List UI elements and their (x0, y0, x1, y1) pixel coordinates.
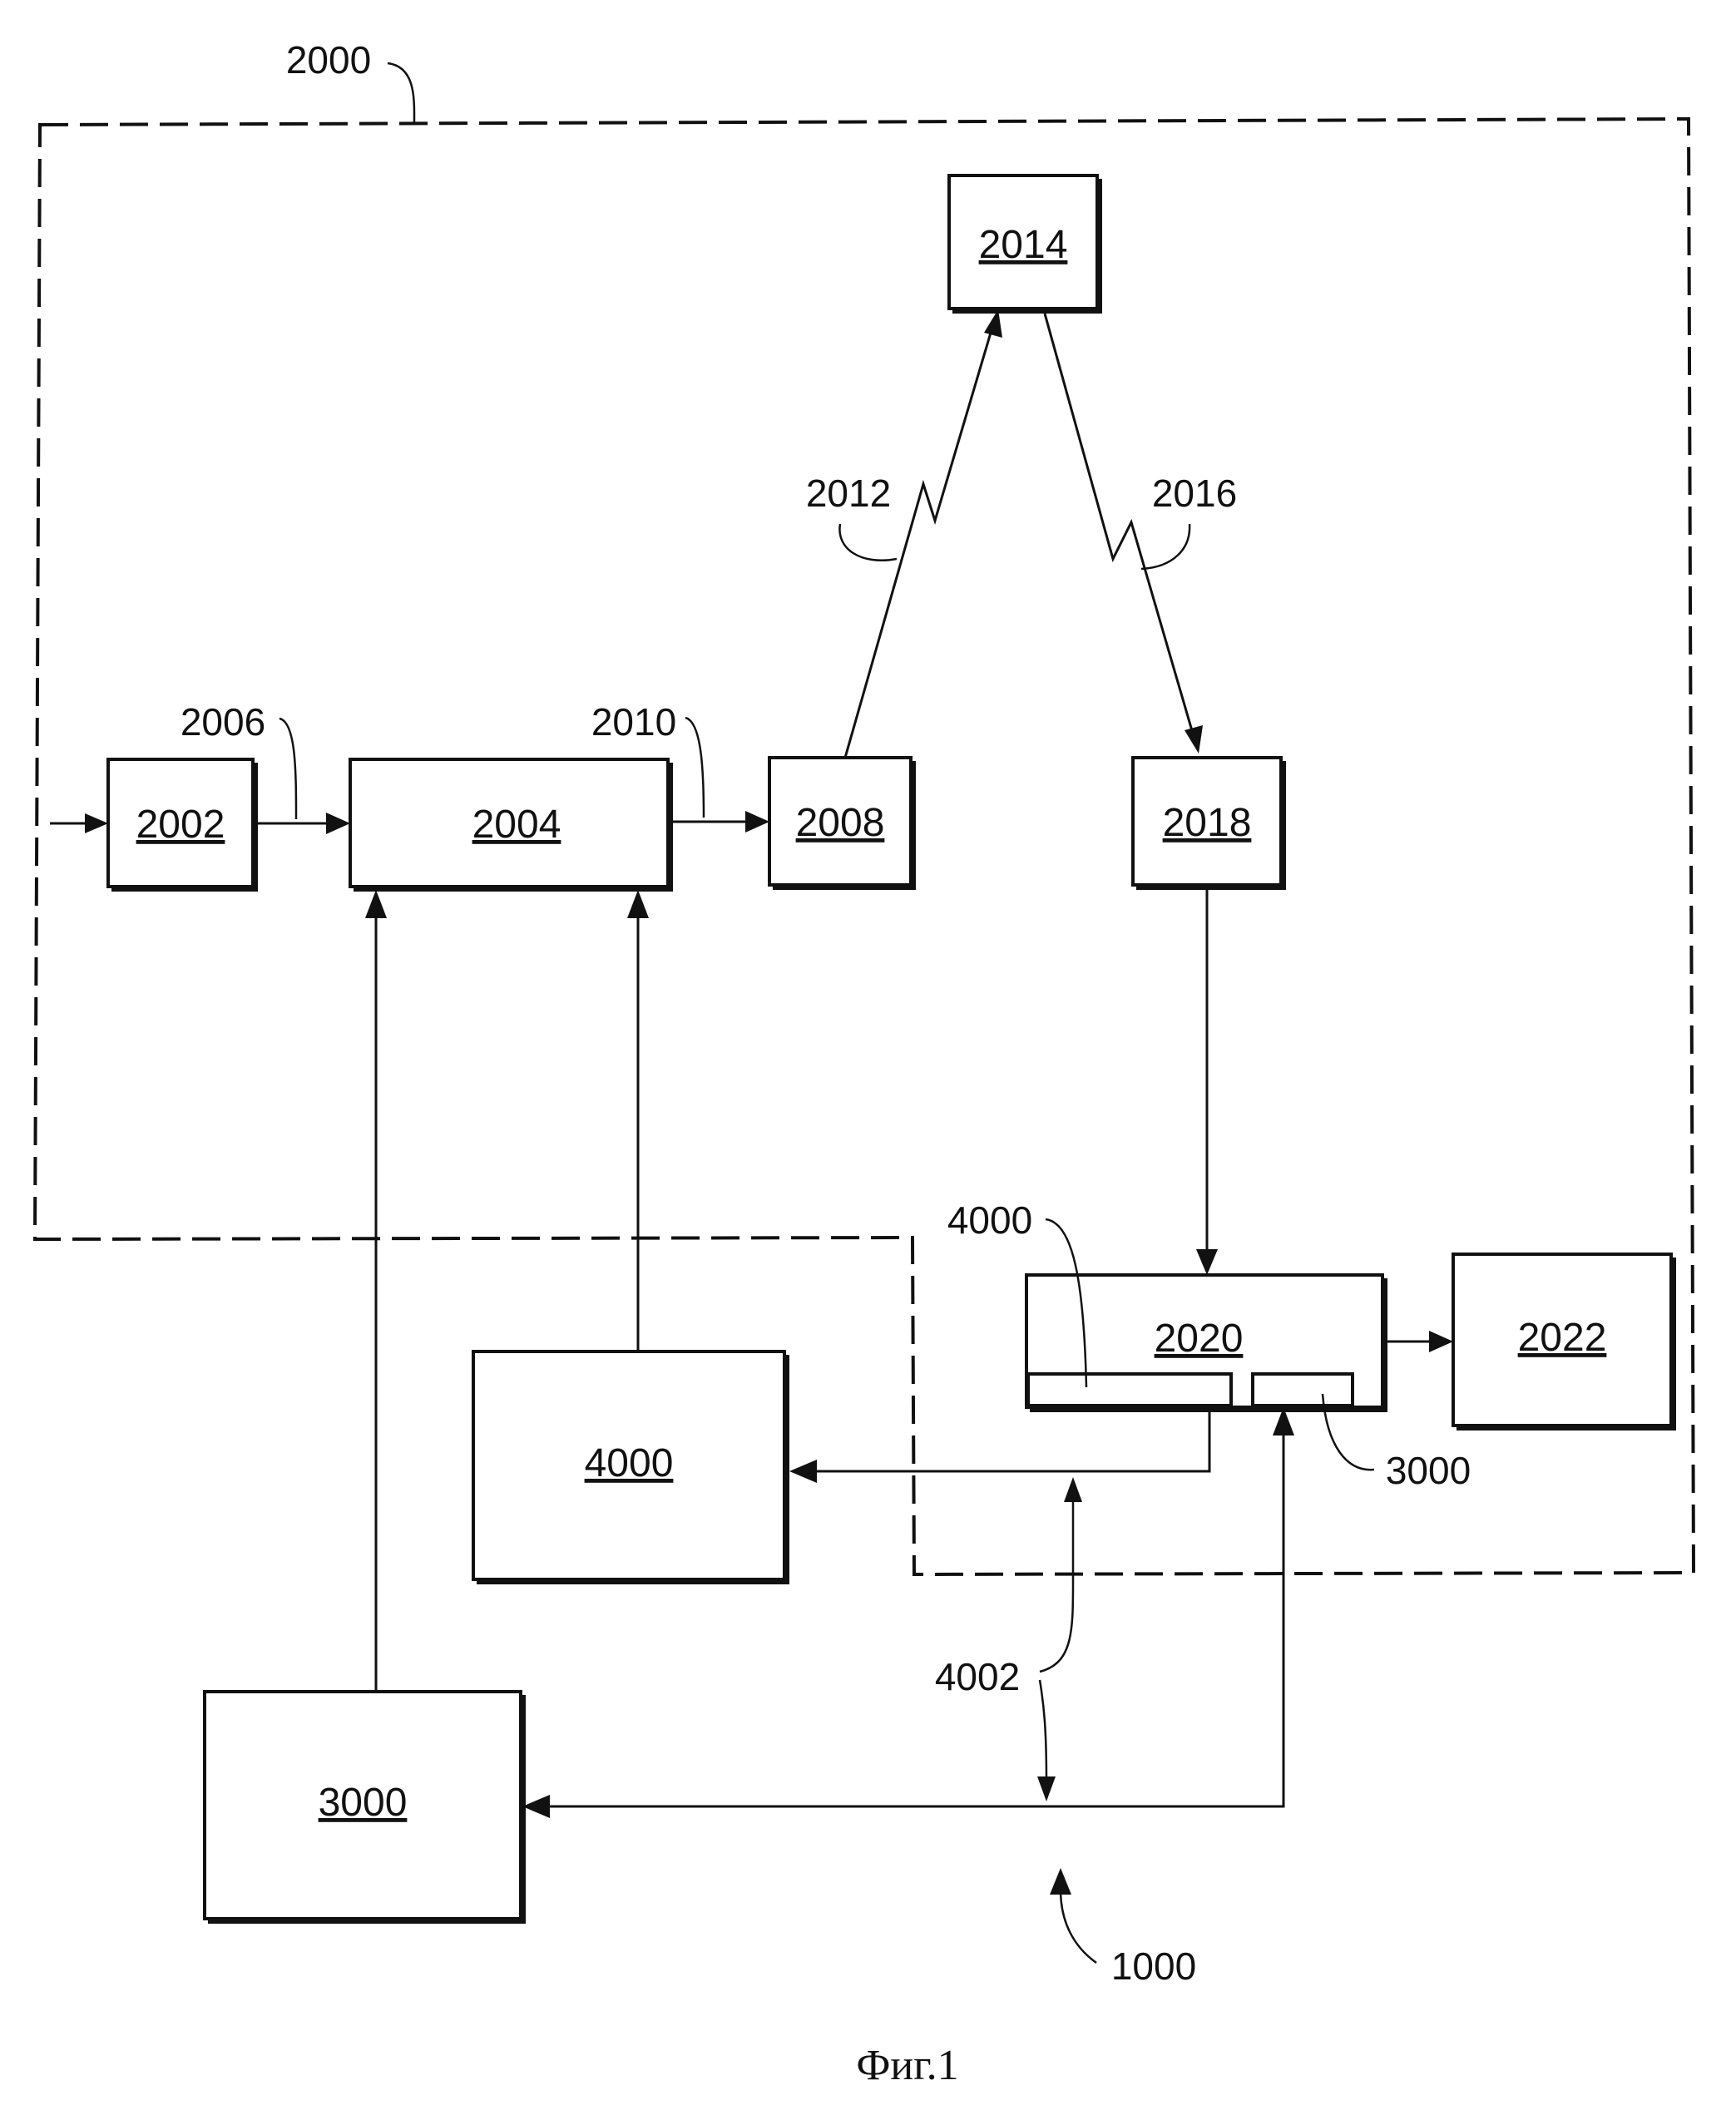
ref-4002: 4002 (935, 1655, 1020, 1698)
sub-block-3000 (1253, 1374, 1353, 1406)
leader-2000 (388, 63, 414, 122)
arrow-2018-to-2020 (1196, 890, 1218, 1275)
box-2002: 2002 (108, 759, 258, 892)
ref-4000: 4000 (947, 1198, 1032, 1242)
leader-4002 (1037, 1477, 1082, 1801)
arrow-2004-to-2008 (670, 811, 769, 833)
leader-1000 (1050, 1868, 1096, 1963)
wireless-link-2012 (845, 309, 1002, 758)
figure-caption: Фиг.1 (856, 2042, 958, 2089)
ref-2012: 2012 (806, 472, 891, 515)
ref-2006: 2006 (181, 700, 265, 744)
arrow-2020-to-4000 (789, 1407, 1209, 1483)
leader-2012 (839, 524, 897, 561)
ref-2000: 2000 (286, 38, 371, 82)
box-2020-label: 2020 (1155, 1317, 1244, 1361)
arrow-2002-to-2004 (255, 813, 350, 834)
box-2022: 2022 (1453, 1254, 1676, 1431)
arrow-3000-to-2004 (365, 890, 387, 1692)
leader-2006 (279, 719, 296, 819)
input-arrow (50, 813, 108, 833)
box-2018: 2018 (1133, 758, 1286, 890)
ref-1000: 1000 (1111, 1944, 1196, 1988)
box-2004: 2004 (350, 759, 673, 892)
box-2004-label: 2004 (472, 803, 561, 847)
box-3000: 3000 (205, 1692, 526, 1924)
box-3000-label: 3000 (319, 1781, 408, 1825)
sub-block-4000 (1028, 1374, 1231, 1406)
box-2014-label: 2014 (979, 223, 1068, 267)
arrow-2020-to-2022 (1384, 1331, 1453, 1352)
leader-2016 (1141, 524, 1189, 569)
ref-3000: 3000 (1386, 1449, 1471, 1492)
box-4000-label: 4000 (585, 1441, 674, 1485)
leader-2010 (685, 718, 704, 818)
ref-2016: 2016 (1152, 472, 1237, 515)
box-2008-label: 2008 (796, 801, 885, 845)
arrow-4000-to-2004 (627, 890, 649, 1351)
box-2022-label: 2022 (1518, 1316, 1607, 1360)
ref-2010: 2010 (591, 700, 676, 744)
wireless-link-2016 (1045, 314, 1203, 754)
box-2014: 2014 (949, 175, 1102, 314)
box-2002-label: 2002 (136, 803, 225, 847)
box-4000: 4000 (473, 1351, 789, 1584)
box-2008: 2008 (769, 758, 916, 890)
box-2018-label: 2018 (1163, 801, 1252, 845)
